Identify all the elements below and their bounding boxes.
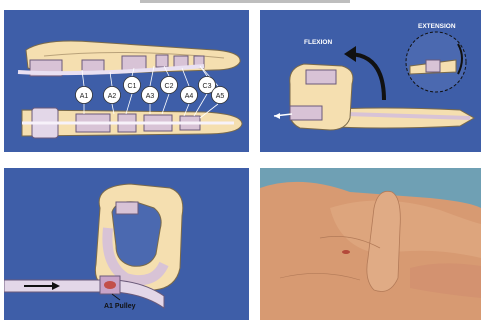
extension-inset (406, 32, 466, 92)
pulley-anatomy-illustration: A1 A2 C1 A3 C2 A4 C3 A5 (4, 10, 249, 152)
pulley-label-c1: C1 (128, 83, 137, 90)
pulley-label-c3: C3 (203, 83, 212, 90)
curled-finger (95, 184, 182, 290)
flexed-finger (274, 64, 353, 130)
flexion-label: FLEXION (304, 39, 332, 46)
hand-photo (260, 182, 481, 320)
flexion-arrow-icon (348, 54, 384, 100)
pulley-label-a5: A5 (216, 93, 225, 100)
a1-pulley-label: A1 Pulley (104, 303, 136, 310)
arrow-head-icon (344, 46, 356, 62)
pulley-label-a2: A2 (108, 93, 117, 100)
pulley-label-c2: C2 (165, 83, 174, 90)
a1-pulley-illustration: A1 Pulley (4, 168, 249, 320)
extension-label: EXTENSION (418, 23, 456, 30)
cropped-caption-strip (0, 0, 481, 6)
finger-palmar-view (22, 108, 242, 138)
pulley-label-a4: A4 (185, 93, 194, 100)
flexion-extension-illustration: FLEXION EXTENSION (260, 10, 481, 152)
pulley-labels: A1 A2 C1 A3 C2 A4 C3 A5 (76, 77, 229, 104)
pulley-label-a1: A1 (80, 93, 89, 100)
pulley-label-a3: A3 (146, 93, 155, 100)
trigger-finger-clinical-photo (260, 168, 481, 320)
finger-lateral-view (18, 41, 240, 76)
